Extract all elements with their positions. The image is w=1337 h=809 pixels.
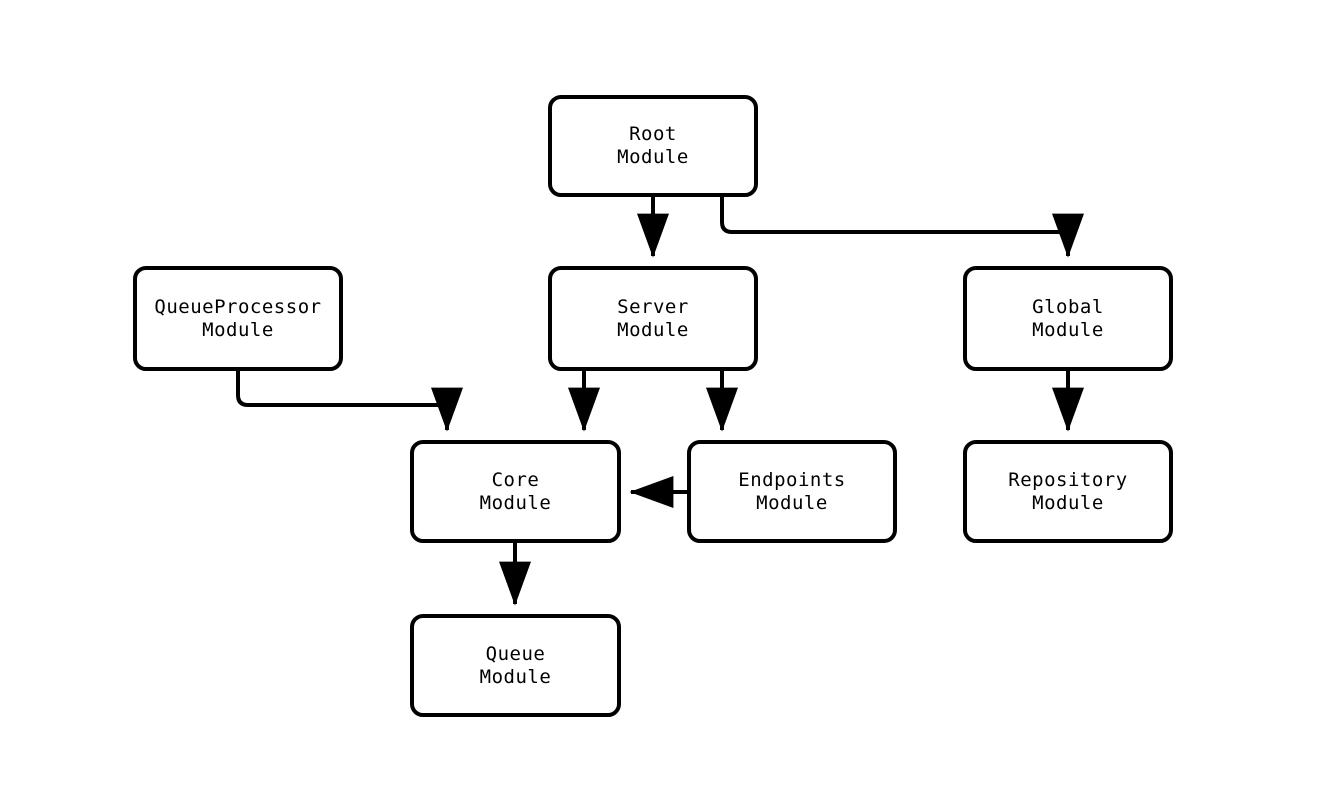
node-label-primary: Server	[617, 295, 689, 318]
node-label-primary: QueueProcessor	[154, 295, 322, 318]
node-label-secondary: Module	[479, 665, 552, 688]
node-label-secondary: Module	[1032, 491, 1104, 514]
node-label-secondary: Module	[479, 491, 552, 514]
node-label-primary: Endpoints	[738, 468, 846, 491]
node-label-secondary: Module	[202, 318, 274, 341]
node-label-secondary: Module	[756, 491, 828, 514]
node-label-secondary: Module	[617, 318, 689, 341]
node-label-primary: Global	[1032, 295, 1104, 318]
node-label-primary: Repository	[1008, 468, 1128, 491]
node-label-primary: Root	[629, 123, 677, 145]
node-label-primary: Core	[491, 468, 540, 491]
node-label-secondary: Module	[617, 146, 689, 168]
node-label-primary: Queue	[485, 642, 546, 665]
node-label-secondary: Module	[1032, 318, 1104, 341]
edge-queueprocessor-to-core	[236, 371, 463, 432]
edge-root-to-global	[720, 197, 1084, 258]
